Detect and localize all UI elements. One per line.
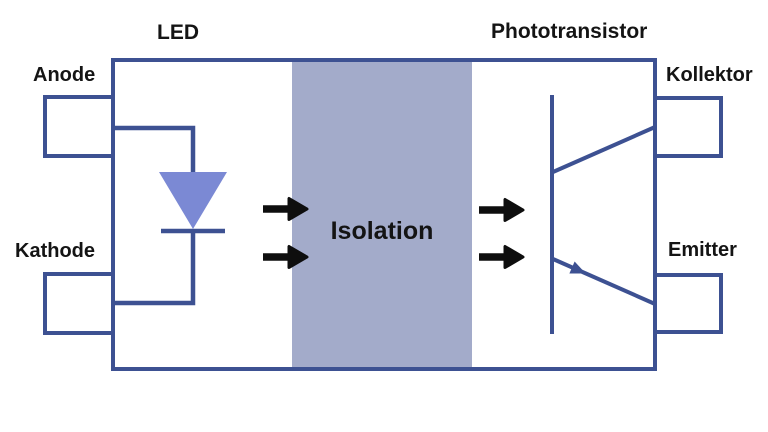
- isolation-band: [292, 60, 472, 369]
- anode-wire: [113, 125, 196, 173]
- label-anode: Anode: [33, 64, 96, 86]
- light-arrows-right: [479, 198, 525, 269]
- kathode-wire: [113, 231, 196, 306]
- light-arrows-left: [263, 197, 309, 269]
- pin-kollektor: [653, 96, 723, 158]
- phototransistor-emitter: [552, 257, 656, 306]
- led-diode-triangle: [159, 172, 227, 229]
- right-arrow-icon: [263, 197, 309, 221]
- pin-kathode: [43, 272, 115, 335]
- right-arrow-icon: [479, 198, 525, 222]
- pin-anode: [43, 95, 115, 158]
- emitter-arrow-icon: [569, 261, 586, 274]
- isolation-label: Isolation: [330, 217, 434, 245]
- right-arrow-icon: [479, 245, 525, 269]
- label-kollektor: Kollektor: [666, 64, 753, 86]
- right-arrow-icon: [263, 245, 309, 269]
- optocoupler-body: [111, 58, 657, 371]
- label-led: LED: [157, 21, 199, 44]
- label-phototransistor: Phototransistor: [491, 20, 648, 43]
- phototransistor-collector: [552, 125, 656, 174]
- label-kathode: Kathode: [15, 240, 95, 262]
- label-emitter: Emitter: [668, 239, 737, 261]
